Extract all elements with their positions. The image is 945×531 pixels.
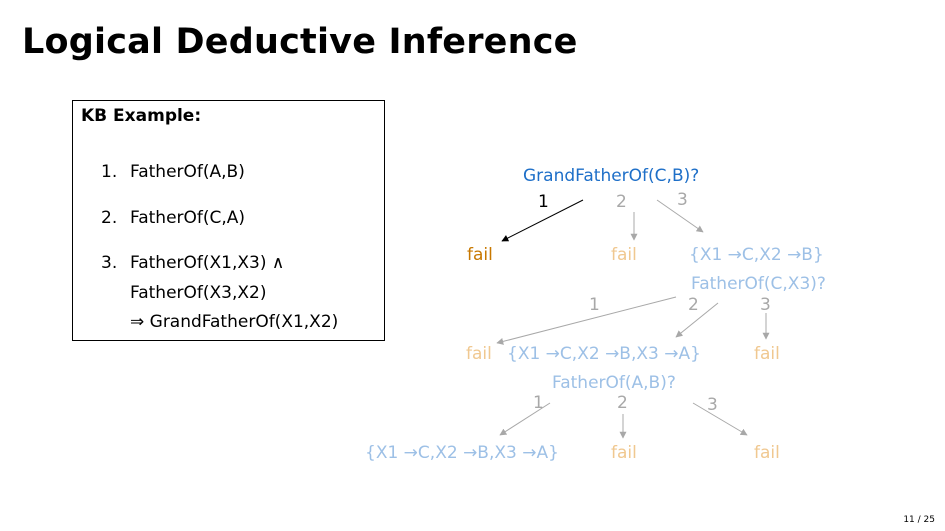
branch-label: 3 xyxy=(760,295,771,315)
kb-item-text: FatherOf(X1,X3) ∧ xyxy=(130,253,285,273)
fail-node: fail xyxy=(466,344,492,364)
substitution-node: {X1 →C,X2 →B,X3 →A} xyxy=(507,344,701,364)
edge-l1-2 xyxy=(675,302,719,338)
kb-item-number: 1. xyxy=(101,162,118,182)
branch-label: 1 xyxy=(589,295,600,315)
branch-label: 1 xyxy=(533,393,544,413)
kb-item-text: FatherOf(X3,X2) xyxy=(130,283,267,303)
edge-root-3 xyxy=(656,199,704,233)
kb-item-number: 2. xyxy=(101,208,118,228)
edge-l2-3 xyxy=(692,402,748,436)
fail-node: fail xyxy=(467,245,493,265)
fail-node: fail xyxy=(754,344,780,364)
page-number: 11 / 25 xyxy=(903,515,935,525)
subgoal-node: FatherOf(C,X3)? xyxy=(691,274,826,294)
tree-root-goal: GrandFatherOf(C,B)? xyxy=(523,166,700,186)
substitution-node: {X1 →C,X2 →B} xyxy=(689,245,824,265)
branch-label: 2 xyxy=(688,295,699,315)
branch-label: 3 xyxy=(677,190,688,210)
kb-item-number: 3. xyxy=(101,253,118,273)
subgoal-node: FatherOf(A,B)? xyxy=(552,373,676,393)
branch-label: 3 xyxy=(707,395,718,415)
kb-example-box: KB Example: 1. FatherOf(A,B) 2. FatherOf… xyxy=(72,100,385,341)
slide-title: Logical Deductive Inference xyxy=(22,22,578,62)
kb-item-text: FatherOf(C,A) xyxy=(130,208,246,228)
branch-label: 2 xyxy=(616,192,627,212)
branch-label: 1 xyxy=(538,192,549,212)
edge-l1-1 xyxy=(496,296,677,345)
edge-root-1 xyxy=(501,199,584,242)
branch-label: 2 xyxy=(617,393,628,413)
kb-item-text: ⇒ GrandFatherOf(X1,X2) xyxy=(130,312,339,332)
substitution-node: {X1 →C,X2 →B,X3 →A} xyxy=(365,443,559,463)
fail-node: fail xyxy=(611,443,637,463)
edge-l2-1 xyxy=(499,402,551,436)
kb-heading: KB Example: xyxy=(81,106,202,126)
fail-node: fail xyxy=(611,245,637,265)
fail-node: fail xyxy=(754,443,780,463)
kb-item-text: FatherOf(A,B) xyxy=(130,162,245,182)
